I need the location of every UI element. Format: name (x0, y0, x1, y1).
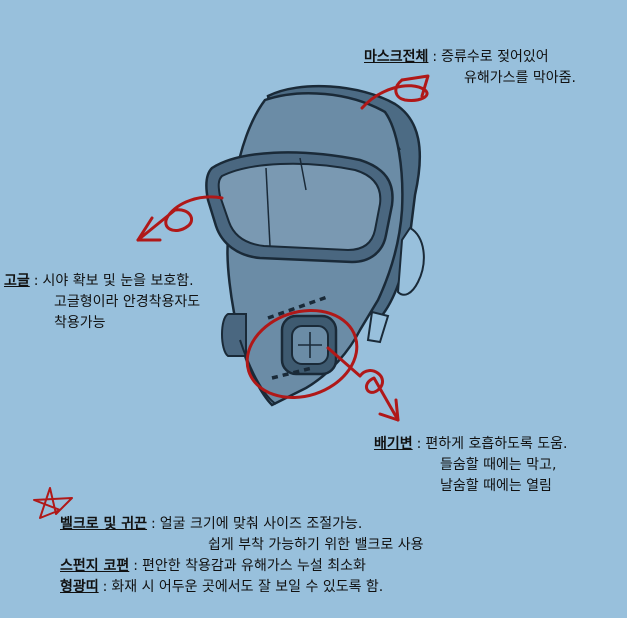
note-velcro: 벨크로 및 귀끈:얼굴 크기에 맞춰 사이즈 조절가능. 쉽게 부착 가능하기 … (60, 514, 423, 556)
valve-line-3: 날숨할 때에는 열림 (440, 478, 552, 494)
valve-line-2: 들숨할 때에는 막고, (440, 457, 557, 473)
velcro-line-1: 얼굴 크기에 맞춰 사이즈 조절가능. (159, 516, 363, 532)
mask-body-line-1: 증류수로 젖어있어 (441, 49, 549, 65)
goggle-lens (217, 162, 382, 252)
mask-body-line-2: 유해가스를 막아줌. (464, 70, 576, 86)
label-goggle: 고글:시야 확보 및 눈을 보호함. 고글형이라 안경착용자도 착용가능 (4, 271, 200, 334)
lens-line (265, 167, 271, 247)
mask-body-title: 마스크전체 (364, 49, 429, 65)
valve-cross (298, 332, 322, 358)
reflective-title: 형광띠 (60, 579, 99, 595)
goggle-line-1: 시야 확보 및 눈을 보호함. (42, 273, 194, 289)
neck (366, 310, 390, 344)
chin-line (239, 339, 277, 405)
reflective-line-1: 화재 시 어두운 곳에서도 잘 보일 수 있도록 함. (111, 579, 384, 595)
velcro-line-2: 쉽게 부착 가능하기 위한 밸크로 사용 (208, 537, 424, 553)
annotation-arrows (33, 74, 430, 519)
valve-arrow (378, 398, 400, 422)
star-doodle (33, 487, 73, 519)
goggle-line-2: 고글형이라 안경착용자도 (54, 294, 201, 310)
goggle-arrow (136, 216, 162, 242)
sponge-line-1: 편안한 착용감과 유해가스 누설 최소화 (142, 558, 366, 574)
reflective-stripe (271, 366, 313, 380)
note-reflective: 형광띠:화재 시 어두운 곳에서도 잘 보일 수 있도록 함. (60, 579, 384, 595)
mask-arrow (400, 74, 430, 98)
velcro-title: 벨크로 및 귀끈 (60, 516, 148, 532)
goggle-title: 고글 (4, 273, 30, 289)
label-mask-body: 마스크전체:증류수로 젖어있어 유해가스를 막아줌. (364, 47, 576, 89)
valve-line-1: 편하게 호흡하도록 도움. (425, 436, 568, 452)
valve-circle (245, 308, 359, 400)
lens-line (299, 157, 307, 191)
sponge-title: 스펀지 코편 (60, 558, 130, 574)
valve-title: 배기변 (374, 436, 413, 452)
note-sponge: 스펀지 코편:편안한 착용감과 유해가스 누설 최소화 (60, 558, 366, 574)
label-valve: 배기변:편하게 호흡하도록 도움. 들숨할 때에는 막고, 날숨할 때에는 열림 (374, 434, 568, 497)
mask-arrow (360, 78, 429, 110)
goggle-arrow (136, 195, 224, 242)
goggle-line-3: 착용가능 (54, 315, 106, 331)
ear (396, 226, 425, 296)
side-filter (221, 313, 247, 357)
valve-arrow (326, 346, 400, 422)
